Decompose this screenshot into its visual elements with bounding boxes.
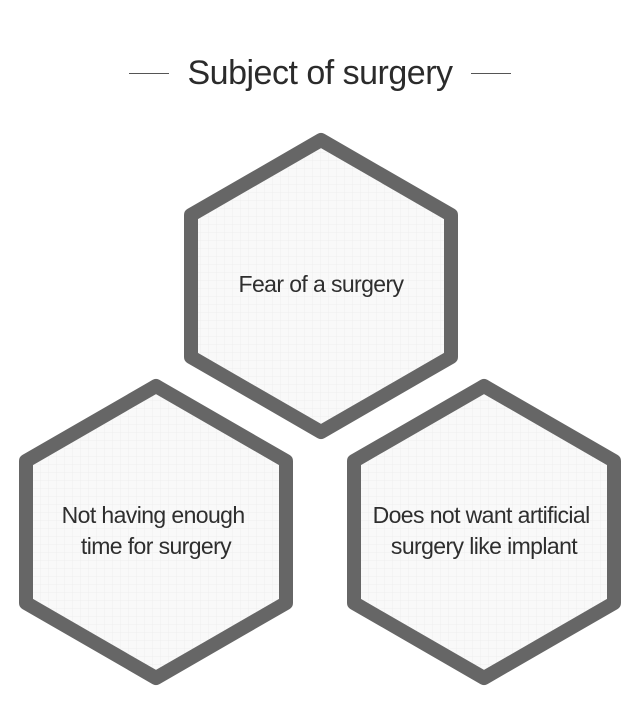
heading-left-rule [129, 72, 170, 74]
hexagon-time-line-2: time for surgery [81, 533, 232, 559]
section-heading: Subject of surgery [0, 48, 640, 98]
section-title: Subject of surgery [187, 53, 453, 92]
hexagon-time-line-1: Not having enough [62, 502, 245, 528]
hexagon-time-shape [19, 379, 293, 685]
hexagon-fear: Fear of a surgery [184, 133, 458, 439]
hexagon-artificial-shape [347, 379, 621, 685]
hexagon-artificial-line-2: surgery like implant [391, 533, 578, 559]
hexagon-artificial-line-1: Does not want artificial [373, 502, 590, 528]
heading-right-rule [470, 72, 511, 74]
hexagon-time: Not having enough time for surgery [19, 379, 293, 685]
hexagon-fear-label: Fear of a surgery [239, 271, 405, 297]
hexagon-fear-line-1: Fear of a surgery [239, 271, 405, 297]
hexagon-fear-shape [184, 133, 458, 439]
hexagon-artificial-label: Does not want artificial surgery like im… [373, 502, 596, 559]
hexagon-time-label: Not having enough time for surgery [62, 502, 251, 559]
hexagon-artificial: Does not want artificial surgery like im… [347, 379, 621, 685]
